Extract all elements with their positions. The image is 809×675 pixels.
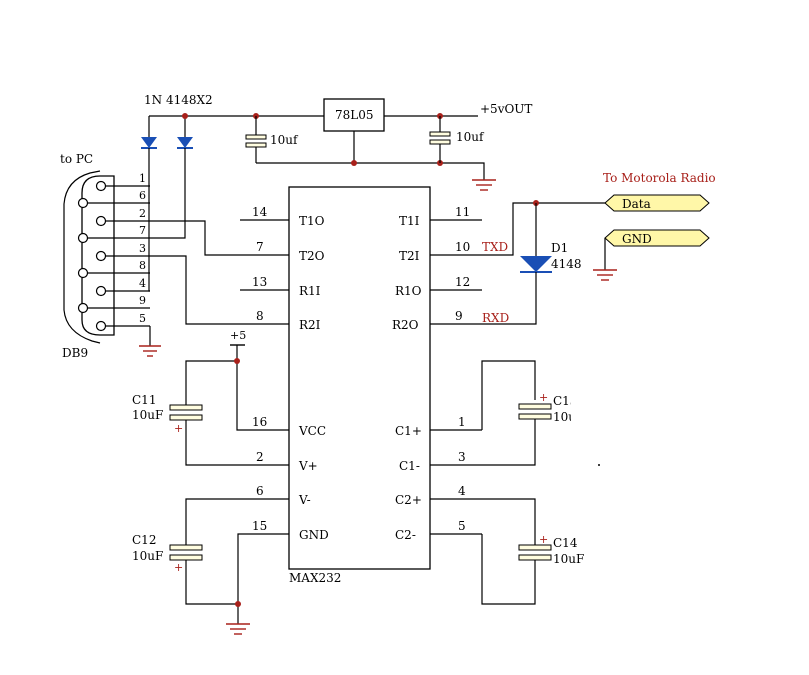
pin-number: 15 <box>252 519 267 533</box>
pin-label: V+ <box>298 459 318 473</box>
rxd-label: RXD <box>482 311 509 325</box>
d1-name: D1 <box>551 241 568 255</box>
capacitor-c14 <box>518 544 552 551</box>
capacitor-c12 <box>169 544 203 551</box>
wire-diode1-to-db9-4 <box>148 148 150 292</box>
cap-polarity: + <box>174 561 183 574</box>
pin-label: GND <box>299 528 329 542</box>
db9-pin-number: 4 <box>139 277 146 290</box>
radio-gnd-label: GND <box>622 232 652 246</box>
cap-name: C11 <box>132 393 156 407</box>
radio-ground-icon <box>593 269 617 281</box>
pin-label: V- <box>298 493 311 507</box>
stray-dot <box>598 464 600 466</box>
wire-txd <box>482 202 536 256</box>
pin-number: 14 <box>252 205 268 219</box>
pin-number: 16 <box>252 415 267 429</box>
ic-right-pin-wires <box>430 219 482 535</box>
db9-pin-number: 7 <box>139 224 146 237</box>
pin-number: 12 <box>455 275 470 289</box>
pin-label: T1O <box>299 214 325 228</box>
pin-label: T2O <box>299 249 325 263</box>
wire-rxd <box>482 272 537 325</box>
db9-pin-number: 3 <box>139 242 146 255</box>
ic-name: MAX232 <box>289 571 341 585</box>
pin-number: 8 <box>256 309 264 323</box>
radio-title: To Motorola Radio <box>603 171 716 185</box>
pin-number: 11 <box>455 205 470 219</box>
capacitor-reg-out <box>429 131 451 137</box>
db9-pin-number: 1 <box>139 172 146 185</box>
pin-label: R1I <box>299 284 321 298</box>
db9-pin-circles <box>77 180 107 332</box>
diode-icon <box>141 137 157 149</box>
diode-icon <box>177 137 193 149</box>
cap-value: 10u <box>553 410 576 424</box>
pin-number: 1 <box>458 415 466 429</box>
cap-name: C14 <box>553 536 578 550</box>
radio-gnd-connector <box>604 229 710 247</box>
pin-number: 7 <box>256 240 264 254</box>
db9-pin-number: 6 <box>139 189 146 202</box>
regulator-label: 78L05 <box>335 108 374 122</box>
capacitor-c11 <box>169 404 203 411</box>
cap-value: 10uf <box>456 130 485 144</box>
pin-label: R1O <box>395 284 422 298</box>
cap-name: C12 <box>132 533 156 547</box>
pin-label: T1I <box>399 214 420 228</box>
capacitor-c13 <box>518 403 552 410</box>
pin-label: C1- <box>399 459 420 473</box>
pin-number: 10 <box>455 240 470 254</box>
cap-value: 10uF <box>132 408 163 422</box>
regulator-ground-icon <box>472 179 496 191</box>
max232-body <box>288 186 431 570</box>
pin-number: 13 <box>252 275 267 289</box>
db9-pin-number: 5 <box>139 312 146 325</box>
pin-label: T2I <box>399 249 420 263</box>
db9-label: DB9 <box>62 346 88 360</box>
db9-to-label: to PC <box>60 152 93 166</box>
pin-label: R2I <box>299 318 321 332</box>
pin-number: 3 <box>458 450 466 464</box>
pin-number: 9 <box>455 309 463 323</box>
wire-db9-3-to-r2i <box>150 255 240 325</box>
cap-label-mask <box>571 392 611 426</box>
pin-label: C2- <box>395 528 416 542</box>
db9-ground-icon <box>139 345 161 357</box>
cap-value: 10uF <box>132 549 163 563</box>
wire-diode2-to-db9-7 <box>150 148 186 239</box>
pin-number: 6 <box>256 484 264 498</box>
pin-number: 5 <box>458 519 466 533</box>
db9-pin-wires <box>88 185 150 327</box>
cap-value: 10uF <box>553 552 584 566</box>
pin-label: C1+ <box>395 424 422 438</box>
db9-pin-number: 8 <box>139 259 146 272</box>
pin-label: C2+ <box>395 493 422 507</box>
supply-label: +5 <box>230 329 246 342</box>
db9-pin-number: 2 <box>139 207 146 220</box>
regulator-body <box>323 98 385 132</box>
txd-label: TXD <box>482 240 508 254</box>
pin-label: VCC <box>298 424 326 438</box>
capacitor-reg-in <box>245 134 267 140</box>
wire-db9-2-to-t2o <box>150 220 240 256</box>
diodes-label: 1N 4148X2 <box>144 93 213 107</box>
db9-pin-number: 9 <box>139 294 146 307</box>
db9-outer-shell <box>63 170 101 344</box>
cap-polarity: + <box>539 533 548 546</box>
regulator-output-label: +5vOUT <box>480 102 532 116</box>
d1-diode-icon <box>520 256 552 273</box>
cap-polarity: + <box>539 391 548 404</box>
radio-data-label: Data <box>622 197 651 211</box>
cap-polarity: + <box>174 422 183 435</box>
ic-ground-icon <box>226 623 250 635</box>
radio-data-connector <box>604 194 710 212</box>
cap-value: 10uf <box>270 133 299 147</box>
d1-part: 4148 <box>551 257 582 271</box>
pin-number: 4 <box>458 484 466 498</box>
ic-left-pin-wires <box>240 219 289 535</box>
pin-label: R2O <box>392 318 419 332</box>
pin-number: 2 <box>256 450 264 464</box>
